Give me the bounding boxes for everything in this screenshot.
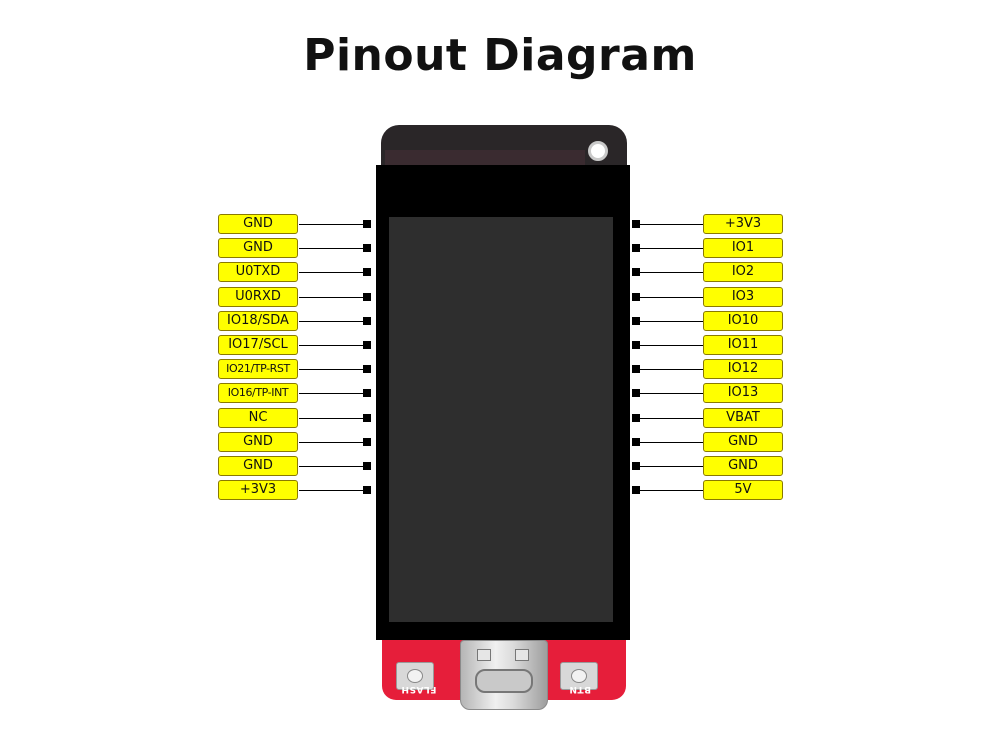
left-pin-line — [299, 248, 363, 250]
usb-tab — [515, 649, 529, 661]
right-pin-label: +3V3 — [703, 214, 783, 234]
right-pin-label: GND — [703, 431, 783, 452]
left-pin-pad-icon — [363, 292, 371, 301]
right-pin-label: VBAT — [703, 407, 783, 428]
btn-button[interactable] — [560, 662, 598, 690]
left-pin-pad-icon — [363, 244, 371, 253]
left-pin-line — [299, 224, 363, 225]
left-pin-label: IO18/SDA — [218, 310, 298, 331]
page-title: Pinout Diagram — [303, 30, 697, 81]
mounting-hole-icon — [588, 141, 608, 161]
left-pin-label: IO17/SCL — [218, 335, 298, 355]
right-pin-pad-icon — [632, 389, 640, 398]
right-pin-line — [640, 320, 703, 322]
btn-button-label: BTN — [569, 684, 592, 694]
right-pin-line — [640, 369, 703, 371]
left-pin-label: IO21/TP-RST — [218, 359, 298, 380]
left-pin-label: +3V3 — [218, 480, 298, 501]
left-pin-pad-icon — [363, 462, 371, 470]
left-pin-line — [299, 417, 363, 419]
left-pin-pad-icon — [363, 365, 371, 374]
left-pin-pad-icon — [363, 268, 371, 277]
button-cap-icon — [407, 669, 423, 683]
right-pin-pad-icon — [632, 341, 640, 349]
left-pin-pad-icon — [363, 341, 371, 349]
right-pin-label: IO1 — [703, 238, 783, 259]
right-pin-line — [640, 272, 703, 274]
usb-c-opening — [475, 669, 533, 693]
right-pin-pad-icon — [632, 437, 640, 446]
right-pin-line — [640, 466, 703, 467]
right-pin-pad-icon — [632, 486, 640, 495]
right-pin-line — [640, 417, 703, 419]
right-pin-label: IO2 — [703, 262, 783, 283]
flash-button[interactable] — [396, 662, 434, 690]
right-pin-label: IO13 — [703, 383, 783, 404]
left-pin-label: GND — [218, 214, 298, 234]
right-pin-label: IO12 — [703, 359, 783, 380]
right-pin-pad-icon — [632, 292, 640, 301]
left-pin-line — [299, 490, 363, 492]
left-pin-pad-icon — [363, 220, 371, 228]
flash-button-label: FLASH — [401, 684, 437, 694]
left-pin-pad-icon — [363, 316, 371, 325]
right-pin-pad-icon — [632, 462, 640, 470]
left-pin-line — [299, 369, 363, 371]
right-pin-pad-icon — [632, 220, 640, 228]
left-pin-label: IO16/TP-INT — [218, 383, 298, 404]
right-pin-label: IO11 — [703, 335, 783, 355]
right-pin-label: GND — [703, 456, 783, 476]
right-pin-label: IO3 — [703, 286, 783, 307]
right-pin-pad-icon — [632, 365, 640, 374]
left-pin-label: GND — [218, 456, 298, 476]
left-pin-label: GND — [218, 431, 298, 452]
right-pin-line — [640, 393, 703, 395]
right-pin-line — [640, 248, 703, 250]
usb-c-connector-icon — [460, 640, 548, 710]
left-pin-pad-icon — [363, 413, 371, 422]
right-pin-pad-icon — [632, 413, 640, 422]
right-pin-line — [640, 441, 703, 443]
left-pin-line — [299, 296, 363, 298]
left-pin-pad-icon — [363, 486, 371, 495]
right-pin-label: IO10 — [703, 310, 783, 331]
board-top-stripe — [385, 150, 585, 168]
left-pin-pad-icon — [363, 437, 371, 446]
left-pin-line — [299, 272, 363, 274]
right-pin-pad-icon — [632, 268, 640, 277]
right-pin-line — [640, 224, 703, 225]
button-cap-icon — [571, 669, 587, 683]
right-pin-line — [640, 490, 703, 492]
left-pin-line — [299, 466, 363, 467]
left-pin-line — [299, 441, 363, 443]
left-pin-pad-icon — [363, 389, 371, 398]
left-pin-label: GND — [218, 238, 298, 259]
left-pin-label: U0TXD — [218, 262, 298, 283]
left-pin-line — [299, 345, 363, 346]
right-pin-label: 5V — [703, 480, 783, 501]
left-pin-line — [299, 393, 363, 395]
left-pin-label: U0RXD — [218, 286, 298, 307]
left-pin-line — [299, 320, 363, 322]
left-pin-label: NC — [218, 407, 298, 428]
right-pin-line — [640, 345, 703, 346]
display-screen — [389, 217, 613, 622]
right-pin-pad-icon — [632, 316, 640, 325]
usb-tab — [477, 649, 491, 661]
right-pin-line — [640, 296, 703, 298]
right-pin-pad-icon — [632, 244, 640, 253]
